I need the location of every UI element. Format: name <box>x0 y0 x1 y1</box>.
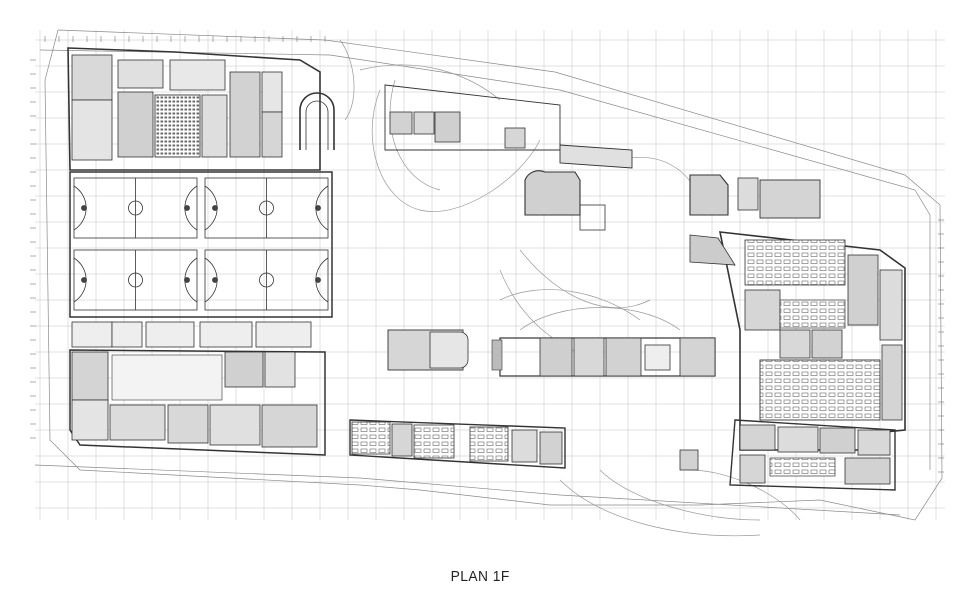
classroom-desks-1 <box>351 421 391 455</box>
court-side-rooms <box>71 321 312 348</box>
site-boundary <box>34 29 943 521</box>
floor-plan-drawing <box>30 29 945 537</box>
central-block <box>387 329 716 377</box>
court-hoop <box>212 205 218 211</box>
court-hoop <box>184 277 190 283</box>
court-center-circle <box>259 200 274 216</box>
court-hoop <box>315 205 321 211</box>
east-classroom-desks <box>744 239 846 286</box>
court-hoop <box>212 277 218 283</box>
court-hoop <box>81 277 87 283</box>
plan-title: PLAN 1F <box>450 568 510 585</box>
auditorium-seating <box>154 94 201 158</box>
court-center-circle <box>128 200 143 216</box>
basketball-courts <box>69 171 333 318</box>
classroom-desks-2 <box>413 424 455 459</box>
west-block <box>67 47 335 171</box>
court-center-circle <box>259 272 274 288</box>
classroom-desks-3 <box>469 426 509 462</box>
east-block <box>689 231 906 491</box>
dimension-ticks <box>30 36 944 473</box>
north-central-block <box>384 84 821 231</box>
court-hoop <box>81 205 87 211</box>
court-center-circle <box>128 272 143 288</box>
south-central-block <box>349 419 699 471</box>
court-hoop <box>184 205 190 211</box>
southwest-block <box>69 349 326 456</box>
plan-caption: PLAN 1F <box>0 568 960 585</box>
court-hoop <box>315 277 321 283</box>
east-hall-desks <box>759 359 881 421</box>
